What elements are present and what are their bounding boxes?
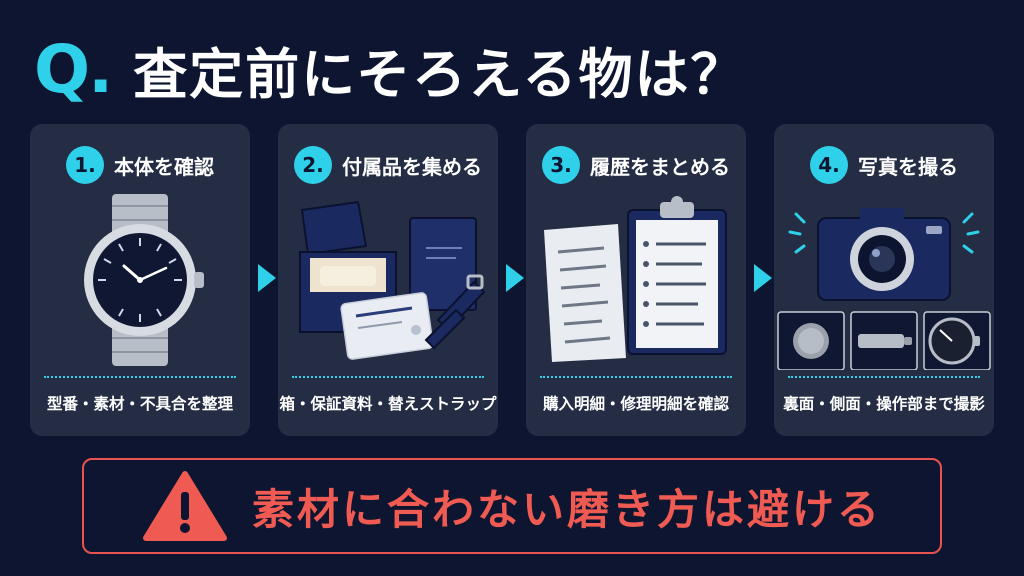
step-card-1: 1. 本体を確認 型番・素材・不具合を整理 xyxy=(30,124,250,436)
divider xyxy=(788,376,980,378)
step-card-4: 4. 写真を撮る 裏面・側面・操作部ま xyxy=(774,124,994,436)
step-title: 付属品を集める xyxy=(342,154,482,179)
divider xyxy=(292,376,484,378)
camera-icon xyxy=(777,208,991,370)
step-card-2: 2. 付属品を集める 箱・保証資料・替えストラップ xyxy=(278,124,498,436)
step-caption: 購入明細・修理明細を確認 xyxy=(542,395,729,413)
header: Q. 査定前にそろえる物は？ xyxy=(34,30,747,109)
arrow-icon xyxy=(754,264,772,292)
step-title: 履歴をまとめる xyxy=(590,154,730,179)
step-caption: 箱・保証資料・替えストラップ xyxy=(279,395,497,413)
arrow-icon xyxy=(506,264,524,292)
warning-banner: 素材に合わない磨き方は避ける xyxy=(82,458,942,554)
divider xyxy=(44,376,236,378)
page-title: 査定前にそろえる物は？ xyxy=(133,43,747,106)
step-caption: 裏面・側面・操作部まで撮影 xyxy=(783,395,985,413)
step-number-badge: 4. xyxy=(810,146,848,184)
step-number-badge: 3. xyxy=(542,146,580,184)
documents-clipboard-icon xyxy=(544,196,727,362)
step-title: 写真を撮る xyxy=(858,154,958,179)
divider xyxy=(540,376,732,378)
wristwatch-icon xyxy=(84,194,204,366)
arrow-icon xyxy=(258,264,276,292)
step-number-badge: 2. xyxy=(294,146,332,184)
step-header: 1. 本体を確認 xyxy=(30,146,250,184)
step-card-3: 3. 履歴をまとめる 購入明細・修理明細を xyxy=(526,124,746,436)
step-header: 4. 写真を撮る xyxy=(774,146,994,184)
accessories-box-icon xyxy=(299,200,486,360)
question-mark-label: Q. xyxy=(34,31,113,108)
step-caption: 型番・素材・不具合を整理 xyxy=(46,395,233,413)
steps-row: 1. 本体を確認 型番・素材・不具合を整理 xyxy=(30,124,994,436)
warning-triangle-icon xyxy=(142,471,227,541)
step-number-badge: 1. xyxy=(66,146,104,184)
step-header: 2. 付属品を集める xyxy=(278,146,498,184)
warning-text: 素材に合わない磨き方は避ける xyxy=(251,484,882,534)
step-title: 本体を確認 xyxy=(114,154,214,179)
step-header: 3. 履歴をまとめる xyxy=(526,146,746,184)
